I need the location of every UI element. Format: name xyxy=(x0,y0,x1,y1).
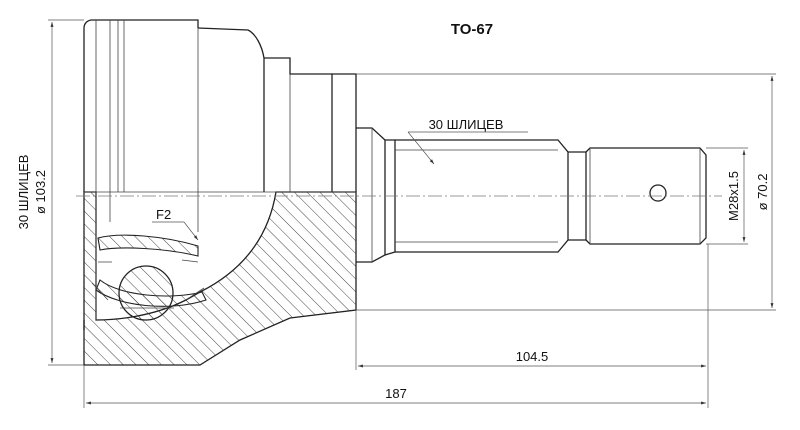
cage-section xyxy=(97,234,199,257)
stub-shaft xyxy=(356,127,707,263)
section-mark-f2: F2 xyxy=(156,207,171,222)
shaft-spline-label: 30 ШЛИЦЕВ xyxy=(429,117,504,132)
flange-diameter-label: ø 70.2 xyxy=(755,174,770,211)
part-number: TO-67 xyxy=(451,21,493,38)
shaft-length-dimension: 104.5 xyxy=(516,349,549,364)
thread-label: M28x1.5 xyxy=(726,171,741,221)
housing-diameter-label: ø 103.2 xyxy=(33,170,48,214)
ball xyxy=(118,265,174,321)
housing-spline-label: 30 ШЛИЦЕВ xyxy=(16,155,31,230)
housing-outline xyxy=(83,19,357,330)
ball-cage-outline xyxy=(91,259,205,309)
overall-length-dimension: 187 xyxy=(385,386,407,401)
dimension-lines xyxy=(48,19,776,408)
